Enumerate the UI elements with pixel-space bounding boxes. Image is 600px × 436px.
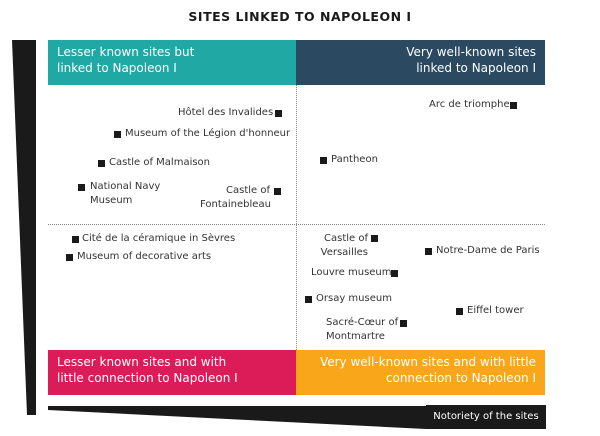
quadrant-bottom-right: Very well-known sites and with little co… bbox=[296, 350, 545, 395]
site-arc-marker bbox=[510, 102, 517, 109]
site-sevres-marker bbox=[72, 236, 79, 243]
site-eiffel-marker bbox=[456, 308, 463, 315]
horizontal-divider bbox=[48, 224, 545, 225]
site-fontainebleau-marker bbox=[274, 188, 281, 195]
quadrant-bottom-left: Lesser known sites and with little conne… bbox=[48, 350, 296, 395]
x-axis-label: Notoriety of the sites bbox=[426, 405, 546, 429]
site-sacre-coeur-label: Sacré-Cœur of Montmartre bbox=[326, 316, 398, 344]
page-title: SITES LINKED TO NAPOLEON I bbox=[188, 9, 412, 24]
site-navy-line1: National Navy bbox=[90, 181, 161, 192]
site-versailles-line2: Versailles bbox=[320, 247, 368, 258]
site-sevres-label: Cité de la céramique in Sèvres bbox=[82, 233, 236, 244]
site-orsay-label: Orsay museum bbox=[316, 293, 392, 304]
site-legion-label: Museum of the Légion d'honneur bbox=[125, 128, 291, 139]
site-louvre-marker bbox=[391, 270, 398, 277]
site-versailles-label: Castle of Versailles bbox=[320, 232, 368, 260]
site-navy-marker bbox=[78, 184, 85, 191]
site-fontainebleau-line2: Fontainebleau bbox=[200, 199, 271, 210]
site-malmaison-marker bbox=[98, 160, 105, 167]
site-legion-marker bbox=[114, 131, 121, 138]
site-fontainebleau-line1: Castle of bbox=[226, 185, 270, 196]
site-sacre-coeur-line1: Sacré-Cœur of bbox=[326, 317, 399, 328]
vertical-divider bbox=[296, 85, 297, 350]
site-arc-label: Arc de triomphe bbox=[429, 99, 510, 110]
quadrant-top-left-line1: Lesser known sites but bbox=[57, 45, 195, 59]
x-axis-wedge bbox=[48, 406, 426, 429]
quadrant-top-right-line2: linked to Napoleon I bbox=[416, 61, 536, 75]
site-versailles-marker bbox=[371, 235, 378, 242]
y-axis-label-text: Link of the sites to Napoleon I bbox=[4, 146, 16, 296]
site-fontainebleau-label: Castle of Fontainebleau bbox=[200, 184, 271, 212]
site-invalides-marker bbox=[275, 110, 282, 117]
quadrant-bottom-right-line1: Very well-known sites and with little bbox=[319, 355, 536, 369]
quadrant-bottom-left-line2: little connection to Napoleon I bbox=[57, 371, 238, 385]
quadrant-top-left: Lesser known sites but linked to Napoleo… bbox=[48, 40, 296, 85]
site-sacre-coeur-line2: Montmartre bbox=[326, 331, 385, 342]
site-eiffel-label: Eiffel tower bbox=[467, 305, 524, 316]
site-notre-dame-label: Notre-Dame de Paris bbox=[436, 245, 540, 256]
site-louvre-label: Louvre museum bbox=[311, 267, 392, 278]
site-notre-dame-marker bbox=[425, 248, 432, 255]
site-orsay-marker bbox=[305, 296, 312, 303]
y-axis-wedge bbox=[12, 40, 36, 415]
site-invalides-label: Hôtel des Invalides bbox=[178, 107, 274, 118]
site-malmaison-label: Castle of Malmaison bbox=[109, 157, 211, 168]
quadrant-top-right-line1: Very well-known sites bbox=[406, 45, 536, 59]
site-decorative-marker bbox=[66, 254, 73, 261]
site-navy-line2: Museum bbox=[90, 195, 133, 206]
site-navy-label: National Navy Museum bbox=[90, 180, 160, 208]
quadrant-bottom-right-line2: connection to Napoleon I bbox=[385, 371, 536, 385]
site-sacre-coeur-marker bbox=[400, 320, 407, 327]
site-pantheon-label: Pantheon bbox=[331, 154, 378, 165]
quadrant-top-left-line2: linked to Napoleon I bbox=[57, 61, 177, 75]
quadrant-top-right: Very well-known sites linked to Napoleon… bbox=[296, 40, 545, 85]
site-decorative-label: Museum of decorative arts bbox=[77, 251, 212, 262]
site-versailles-line1: Castle of bbox=[324, 233, 368, 244]
quadrant-bottom-left-line1: Lesser known sites and with bbox=[57, 355, 227, 369]
site-pantheon-marker bbox=[320, 157, 327, 164]
